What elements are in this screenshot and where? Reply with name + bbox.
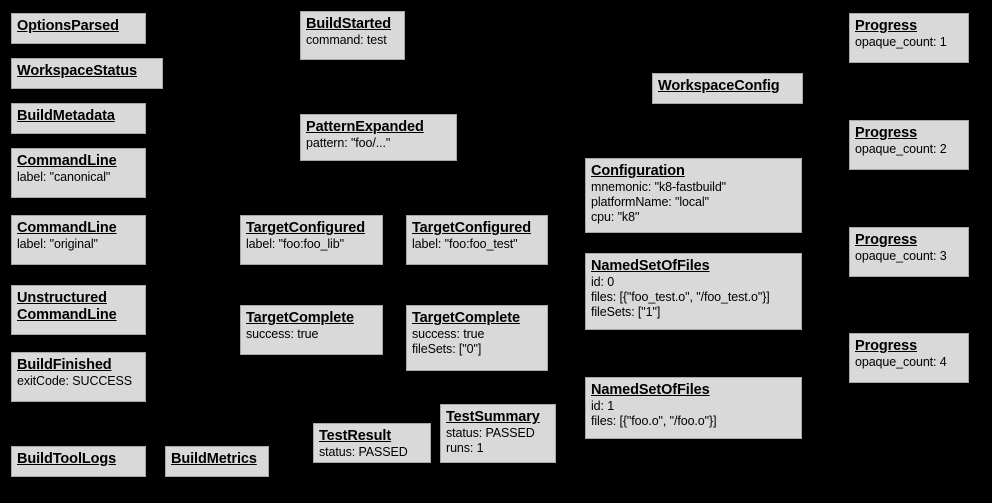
event-node-field: fileSets: ["0"] bbox=[412, 342, 482, 356]
event-node-title: BuildMetrics bbox=[171, 451, 257, 467]
event-node-field: runs: 1 bbox=[446, 441, 484, 455]
event-node-field: opaque_count: 4 bbox=[855, 355, 947, 369]
event-node-build-metrics[interactable]: BuildMetrics bbox=[165, 446, 269, 477]
event-node-field: opaque_count: 1 bbox=[855, 35, 947, 49]
event-node-field: mnemonic: "k8-fastbuild" bbox=[591, 180, 727, 194]
event-node-field: id: 1 bbox=[591, 399, 615, 413]
event-node-title: Progress bbox=[855, 338, 918, 354]
event-node-options-parsed[interactable]: OptionsParsed bbox=[11, 13, 146, 44]
event-node-field: files: [{"foo.o", "/foo.o"}] bbox=[591, 414, 717, 428]
event-node-field: label: "canonical" bbox=[17, 170, 111, 184]
event-node-build-tool-logs[interactable]: BuildToolLogs bbox=[11, 446, 146, 477]
event-node-field: success: true bbox=[412, 327, 485, 341]
event-node-title: NamedSetOfFiles bbox=[591, 258, 710, 274]
event-node-field: label: "original" bbox=[17, 237, 98, 251]
event-node-title: NamedSetOfFiles bbox=[591, 382, 710, 398]
event-node-title: BuildFinished bbox=[17, 357, 112, 373]
event-node-workspace-config[interactable]: WorkspaceConfig bbox=[652, 73, 803, 104]
event-node-title: TargetConfigured bbox=[412, 220, 531, 236]
event-node-field: pattern: "foo/..." bbox=[306, 136, 391, 150]
event-node-unstructured-command-line[interactable]: Unstructured CommandLine bbox=[11, 285, 146, 335]
event-node-workspace-status[interactable]: WorkspaceStatus bbox=[11, 58, 163, 89]
event-node-title: BuildMetadata bbox=[17, 108, 115, 124]
event-node-field: status: PASSED bbox=[446, 426, 535, 440]
event-node-title: TargetComplete bbox=[412, 310, 520, 326]
event-node-title: TargetComplete bbox=[246, 310, 354, 326]
event-node-title: Progress bbox=[855, 18, 918, 34]
event-node-title: BuildToolLogs bbox=[17, 451, 117, 467]
event-node-field: platformName: "local" bbox=[591, 195, 709, 209]
event-node-title: TestResult bbox=[319, 428, 392, 444]
event-node-title: BuildStarted bbox=[306, 16, 392, 32]
event-node-title: Progress bbox=[855, 125, 918, 141]
event-node-title: Unstructured CommandLine bbox=[17, 290, 117, 323]
event-node-field: command: test bbox=[306, 33, 387, 47]
event-node-field: opaque_count: 3 bbox=[855, 249, 947, 263]
event-node-title: PatternExpanded bbox=[306, 119, 424, 135]
event-node-title: WorkspaceConfig bbox=[658, 78, 780, 94]
event-node-field: fileSets: ["1"] bbox=[591, 305, 661, 319]
event-node-title: Configuration bbox=[591, 163, 685, 179]
event-node-field: files: [{"foo_test.o", "/foo_test.o"}] bbox=[591, 290, 770, 304]
event-node-title: TargetConfigured bbox=[246, 220, 365, 236]
event-node-field: exitCode: SUCCESS bbox=[17, 374, 133, 388]
event-node-field: status: PASSED bbox=[319, 445, 408, 459]
event-node-title: CommandLine bbox=[17, 220, 117, 236]
event-node-field: label: "foo:foo_test" bbox=[412, 237, 518, 251]
event-node-title: CommandLine bbox=[17, 153, 117, 169]
event-node-title: OptionsParsed bbox=[17, 18, 119, 34]
event-node-field: label: "foo:foo_lib" bbox=[246, 237, 344, 251]
event-node-build-metadata[interactable]: BuildMetadata bbox=[11, 103, 146, 134]
event-node-field: success: true bbox=[246, 327, 319, 341]
event-node-field: cpu: "k8" bbox=[591, 210, 640, 224]
event-node-title: Progress bbox=[855, 232, 918, 248]
event-node-title: TestSummary bbox=[446, 409, 540, 425]
event-node-field: id: 0 bbox=[591, 275, 615, 289]
event-node-title: WorkspaceStatus bbox=[17, 63, 137, 79]
event-node-field: opaque_count: 2 bbox=[855, 142, 947, 156]
